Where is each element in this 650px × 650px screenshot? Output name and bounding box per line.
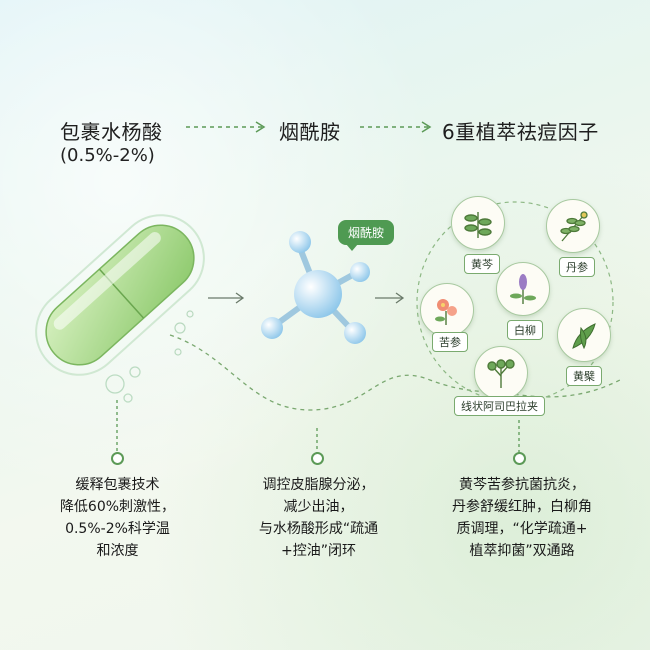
desc3-line4: 植萃抑菌”双通路: [469, 543, 575, 559]
herb-label-3: 苦参: [432, 332, 468, 352]
desc3-line1: 黄芩苦参抗菌抗炎，: [459, 477, 585, 493]
herb-label-6: 线状阿司巴拉夹: [454, 396, 545, 416]
desc3-line2: 丹参舒缓红肿，白柳角: [452, 499, 592, 515]
bubbles-decoration: [105, 366, 141, 403]
desc2-line4: +控油”闭环: [281, 543, 356, 559]
herb-label-4: 白柳: [507, 320, 543, 340]
desc1-line4: 和浓度: [96, 543, 139, 559]
description-niacinamide: 调控皮脂腺分泌， 减少出油， 与水杨酸形成“疏通 +控油”闭环: [226, 474, 411, 562]
herb-label-1: 黄芩: [464, 254, 500, 274]
baikal-skullcap-plant-icon: [451, 196, 505, 250]
niacinamide-molecule-icon: [261, 231, 370, 344]
sophora-flower-icon: [420, 283, 474, 337]
desc2-line3: 与水杨酸形成“疏通: [258, 521, 379, 537]
herb-label-5: 黄檗: [566, 366, 602, 386]
step1-subtitle: (0.5%-2%): [60, 145, 155, 166]
desc2-line1: 调控皮脂腺分泌，: [262, 477, 375, 493]
desc1-line1: 缓释包裹技术: [75, 477, 160, 493]
aspalathus-herb-icon: [474, 346, 528, 400]
step3-title: 6重植萃祛痘因子: [442, 120, 599, 144]
desc3-line3: 质调理，“化学疏通+: [456, 521, 588, 537]
flow-dot-1: [111, 452, 124, 465]
description-capsule: 缓释包裹技术 降低60%刺激性， 0.5%-2%科学温 和浓度: [30, 474, 205, 562]
step1-title: 包裹水杨酸: [60, 120, 163, 144]
step2-title: 烟酰胺: [279, 120, 341, 144]
desc1-line3: 0.5%-2%科学温: [65, 521, 170, 537]
flow-dot-3: [513, 452, 526, 465]
flow-dot-2: [311, 452, 324, 465]
white-willow-plant-icon: [496, 262, 550, 316]
desc1-line2: 降低60%刺激性，: [59, 499, 176, 515]
niacinamide-bubble: 烟酰胺: [338, 220, 395, 251]
desc2-line2: 减少出油，: [283, 499, 354, 515]
salicylic-capsule-icon: [35, 214, 205, 376]
description-herbs: 黄芩苦参抗菌抗炎， 丹参舒缓红肿，白柳角 质调理，“化学疏通+ 植萃抑菌”双通路: [424, 474, 620, 562]
phellodendron-leaf-icon: [557, 308, 611, 362]
salvia-plant-icon: [546, 199, 600, 253]
herb-label-2: 丹参: [559, 257, 595, 277]
